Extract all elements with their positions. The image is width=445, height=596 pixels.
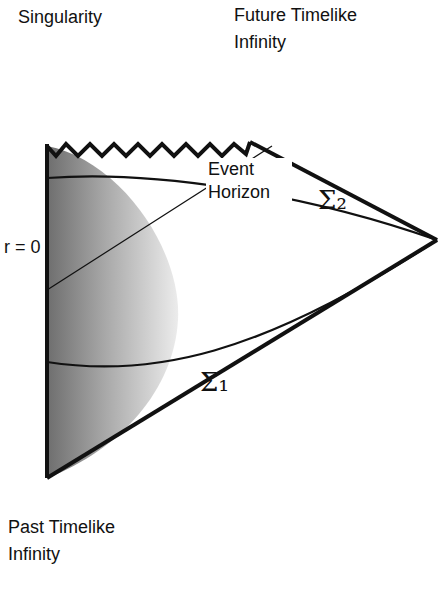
past-infinity-label: Past Timelike Infinity [8,514,148,568]
past-null-infinity [47,240,437,478]
center-line [45,144,49,478]
singularity-line [47,142,250,156]
surface-label: Σ₁ [200,368,250,397]
event-horizon-label: Event Horizon [206,158,292,203]
sigma-one-surface [47,240,437,367]
surface-label: Σ₂ [318,186,368,215]
collapsing-star [47,146,178,478]
singularity-label: Singularity [18,4,178,31]
future-infinity-label: Future Timelike Infinity [234,2,384,56]
axis-label: r = 0 [4,234,64,261]
